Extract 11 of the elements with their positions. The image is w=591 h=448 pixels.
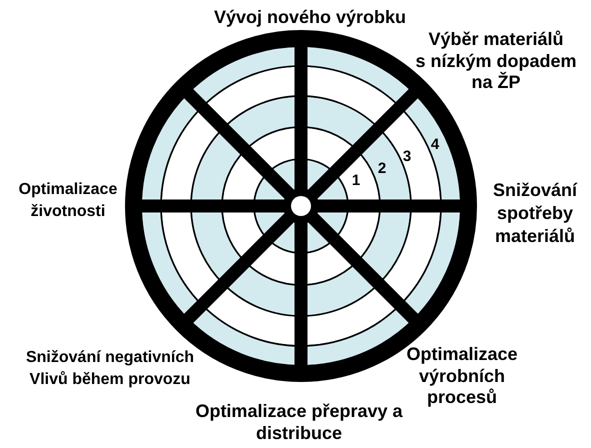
strategy-label: Snižování spotřeby materiálů bbox=[493, 179, 577, 248]
ring-number: 3 bbox=[402, 148, 412, 165]
strategy-label: Optimalizace přepravy a distribuce bbox=[195, 400, 403, 444]
strategy-label: Optimalizace životnosti bbox=[18, 180, 118, 222]
strategy-label: Vývoj nového výrobku bbox=[214, 6, 406, 28]
strategy-label: Snižování negativních Vlivů během provozu bbox=[26, 348, 194, 390]
ring-number: 2 bbox=[378, 160, 386, 177]
ring-number: 4 bbox=[430, 136, 440, 153]
strategy-label: Optimalizace výrobních procesů bbox=[406, 344, 518, 408]
ring-number: 1 bbox=[352, 172, 360, 189]
strategy-label: Výběr materiálů s nízkým dopadem na ŽP bbox=[415, 29, 577, 94]
